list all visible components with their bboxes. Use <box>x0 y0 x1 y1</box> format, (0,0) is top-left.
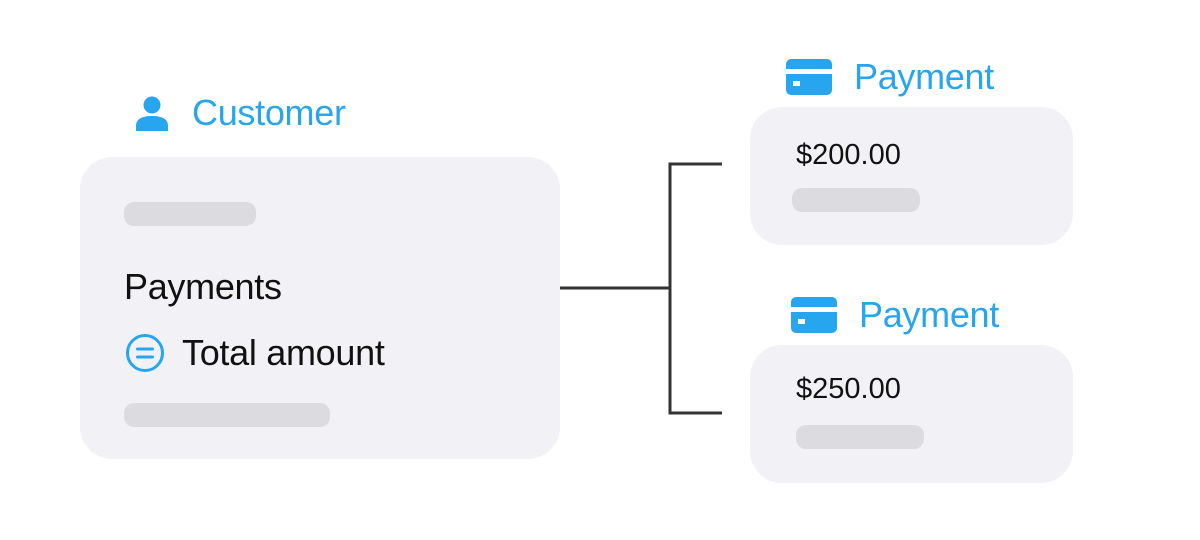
payments-bracket <box>668 162 722 415</box>
placeholder-bar <box>124 202 256 226</box>
payment-amount: $200.00 <box>796 139 901 171</box>
credit-card-icon <box>786 59 832 95</box>
total-amount-field-label: Total amount <box>182 332 385 373</box>
placeholder-bar <box>792 188 920 212</box>
customer-title: Customer <box>192 92 346 133</box>
payment-amount: $250.00 <box>796 373 901 405</box>
payment-card-1: $200.00 <box>750 107 1073 245</box>
customer-card: Payments Total amount <box>80 157 560 459</box>
payment-title: Payment <box>854 56 994 97</box>
payments-field-label: Payments <box>124 266 282 307</box>
person-icon <box>134 95 170 131</box>
payment-title: Payment <box>859 294 999 335</box>
equals-circle-icon <box>125 333 165 373</box>
credit-card-icon <box>791 297 837 333</box>
payment-header-2: Payment <box>791 294 999 336</box>
payment-card-2: $250.00 <box>750 345 1073 483</box>
payment-header-1: Payment <box>786 56 994 98</box>
customer-header: Customer <box>134 92 346 134</box>
placeholder-bar <box>796 425 924 449</box>
placeholder-bar <box>124 403 330 427</box>
